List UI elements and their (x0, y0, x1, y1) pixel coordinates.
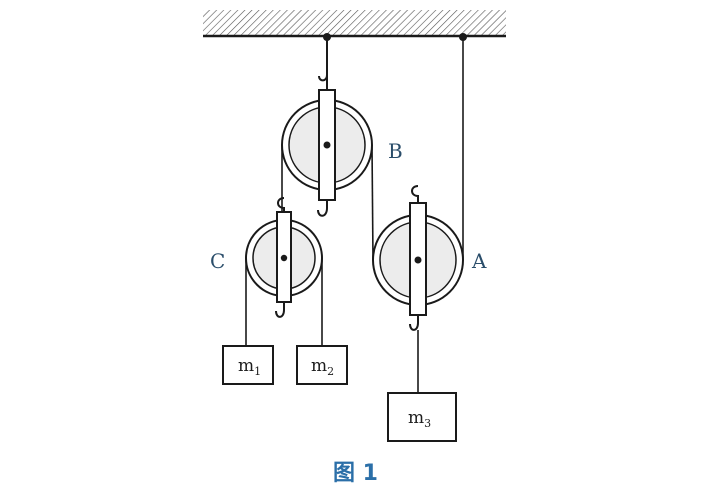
pulley-a-bottom-hook (409, 315, 419, 331)
ceiling-hatch (203, 10, 506, 36)
pulley-a-axle (414, 256, 422, 264)
figure-caption: 图 1 (333, 461, 378, 483)
pulley-b-axle (323, 141, 331, 149)
pulley-c (245, 197, 323, 318)
pulley-a-label: A (471, 249, 487, 273)
mass-m3-label: m3 (408, 408, 431, 430)
ropes (245, 37, 464, 393)
ceiling (203, 10, 506, 41)
pulley-c-bottom-hook (275, 302, 285, 318)
pulley-c-axle (280, 254, 288, 262)
mass-m1: m1 (222, 345, 274, 385)
mass-m2: m2 (296, 345, 348, 385)
mass-m1-label: m1 (238, 356, 261, 378)
pulley-b-top-hook (318, 74, 328, 90)
mass-m2-box (296, 345, 348, 385)
mass-m3-box (387, 392, 457, 442)
pulley-b-bottom-hook (317, 200, 328, 217)
pulley-b (281, 37, 373, 217)
pulley-b-label: B (388, 139, 403, 163)
pulley-c-label: C (210, 249, 225, 273)
mass-m1-box (222, 345, 274, 385)
rope-b-to-a (371, 144, 374, 261)
pulley-a-top-hook (411, 185, 419, 204)
mass-m2-label: m2 (311, 356, 334, 378)
mass-m3: m3 (387, 392, 457, 442)
pulley-a (372, 185, 464, 331)
